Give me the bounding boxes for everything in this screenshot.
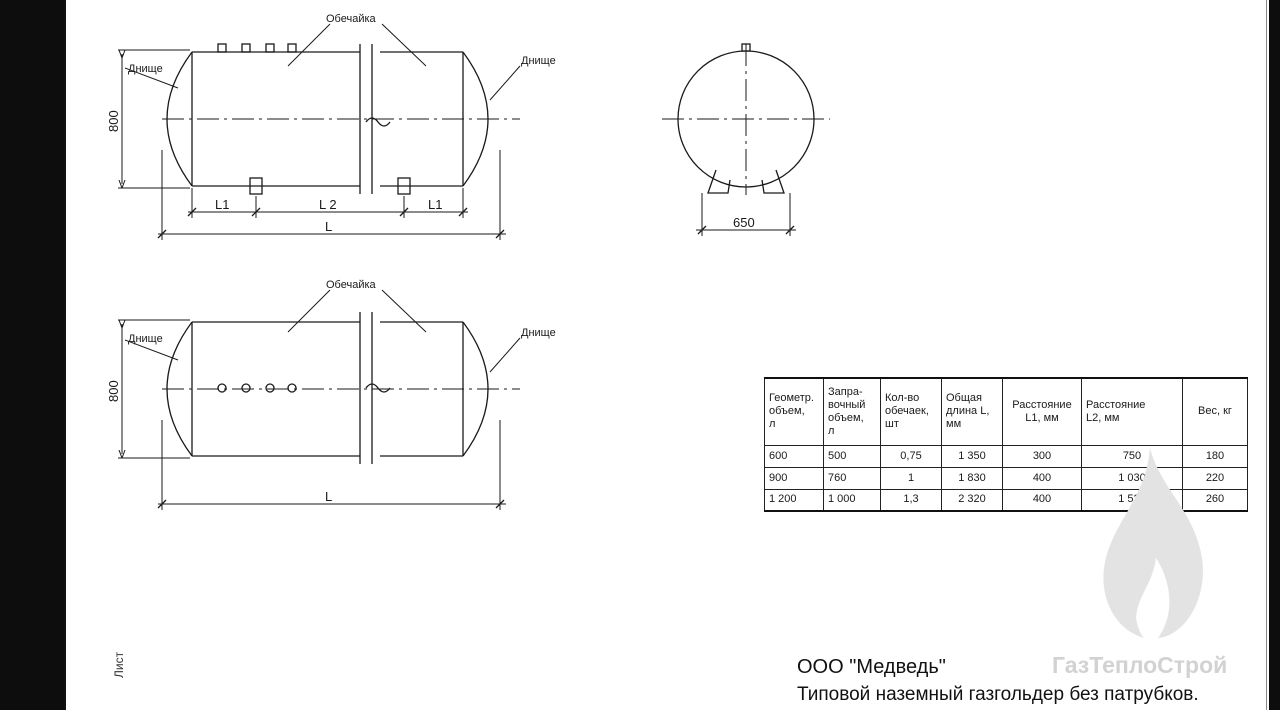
label-width-end-view: 650 xyxy=(733,215,755,230)
leader-shell-1 xyxy=(287,23,331,67)
port-1 xyxy=(217,383,227,393)
cell-shell-count: 1,3 xyxy=(880,488,942,512)
cell-total-length: 1 350 xyxy=(941,444,1003,468)
frame-line-left xyxy=(64,0,66,710)
cell-distance-l1: 400 xyxy=(1002,488,1082,512)
end-view-leg-right xyxy=(761,169,785,194)
nozzle-3 xyxy=(265,43,275,53)
header-distance-l1: Расстояние L1, мм xyxy=(1002,377,1082,446)
label-height-top: 800 xyxy=(106,110,121,132)
header-total-length: Общая длина L, мм xyxy=(941,377,1003,446)
label-height-bottom: 800 xyxy=(106,380,121,402)
table-row: 600 500 0,75 1 350 300 750 180 xyxy=(764,444,1248,468)
sheet-label: Лист xyxy=(112,651,126,678)
cell-total-length: 1 830 xyxy=(941,466,1003,490)
drawing-caption: Типовой наземный газгольдер без патрубко… xyxy=(797,684,1199,705)
end-view-nozzle xyxy=(741,43,751,52)
tank-side-view-top xyxy=(118,23,521,240)
watermark-brand: ГазТеплоСтрой xyxy=(1052,652,1228,678)
spec-table: Геометр. объем, л Запра- вочный объем, л… xyxy=(764,377,1248,512)
support-right xyxy=(397,177,411,195)
frame-border-right xyxy=(1269,0,1280,710)
leader-shell-2 xyxy=(381,23,427,67)
leader-head-left xyxy=(124,67,179,89)
label-head-left-top: Днище xyxy=(128,63,163,75)
label-shell-bottom: Обечайка xyxy=(326,279,377,291)
label-l-total-top: L xyxy=(325,219,332,234)
port-4 xyxy=(287,383,297,393)
cell-fill-volume: 500 xyxy=(823,444,881,468)
port-2 xyxy=(241,383,251,393)
cell-geometric-volume: 900 xyxy=(764,466,824,490)
leader-head-right xyxy=(489,65,521,101)
header-geometric-volume: Геометр. объем, л xyxy=(764,377,824,446)
port-3 xyxy=(265,383,275,393)
cell-shell-count: 1 xyxy=(880,466,942,490)
break-squiggle xyxy=(365,117,391,127)
cell-distance-l1: 400 xyxy=(1002,466,1082,490)
cell-fill-volume: 1 000 xyxy=(823,488,881,512)
cell-weight: 260 xyxy=(1182,488,1248,512)
nozzle-1 xyxy=(217,43,227,53)
header-shell-count: Кол-во обечаек, шт xyxy=(880,377,942,446)
label-shell-top: Обечайка xyxy=(326,13,377,25)
cell-geometric-volume: 600 xyxy=(764,444,824,468)
cell-fill-volume: 760 xyxy=(823,466,881,490)
frame-line-right xyxy=(1266,0,1267,710)
end-view-leg-left xyxy=(707,169,731,194)
company-name: ООО "Медведь" xyxy=(797,656,946,678)
label-l2: L 2 xyxy=(319,197,337,212)
label-head-right-bottom: Днище xyxy=(521,327,556,339)
support-left xyxy=(249,177,263,195)
tank-end-view xyxy=(662,43,830,236)
header-fill-volume: Запра- вочный объем, л xyxy=(823,377,881,446)
header-distance-l2: Расстояние L2, мм xyxy=(1081,377,1183,446)
tank-side-view-bottom xyxy=(118,289,521,510)
cell-distance-l1: 300 xyxy=(1002,444,1082,468)
cell-total-length: 2 320 xyxy=(941,488,1003,512)
header-weight: Вес, кг xyxy=(1182,377,1248,446)
frame-border-left xyxy=(0,0,64,710)
label-head-left-bottom: Днище xyxy=(128,333,163,345)
label-l1-left: L1 xyxy=(215,197,229,212)
cell-shell-count: 0,75 xyxy=(880,444,942,468)
cell-geometric-volume: 1 200 xyxy=(764,488,824,512)
nozzle-2 xyxy=(241,43,251,53)
spec-table-header-row: Геометр. объем, л Запра- вочный объем, л… xyxy=(764,377,1248,446)
label-head-right-top: Днище xyxy=(521,55,556,67)
label-l-total-bottom: L xyxy=(325,489,332,504)
label-l1-right: L1 xyxy=(428,197,442,212)
flame-logo-icon xyxy=(1103,448,1203,638)
nozzle-4 xyxy=(287,43,297,53)
